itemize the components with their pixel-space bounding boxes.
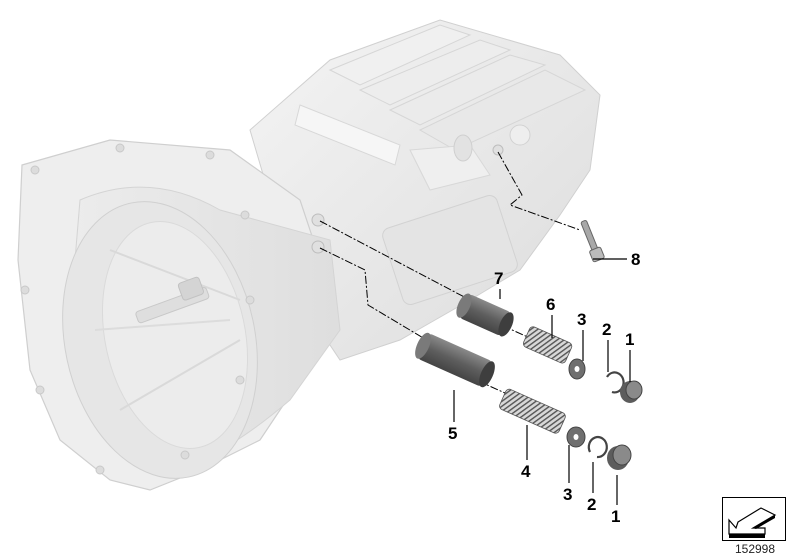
cross-bar: [294, 104, 401, 166]
reference-number: 152998: [734, 542, 776, 556]
port-upper: [311, 213, 325, 227]
part-3-washer: [568, 358, 586, 380]
top-rib: [328, 24, 472, 86]
boss: [509, 124, 531, 146]
part-8-screw-plug: [580, 220, 605, 263]
callout-3: 3: [577, 310, 587, 329]
port-lower: [311, 240, 325, 254]
arrow-down-left-icon: [728, 507, 777, 538]
sensor-port: [453, 134, 473, 162]
bell-inner: [101, 221, 249, 449]
callout-1: 1: [625, 330, 635, 349]
part-5-sleeve: [415, 332, 495, 388]
part-2b-circlip: [587, 435, 608, 459]
callout-7: 7: [494, 269, 504, 288]
input-shaft: [135, 276, 210, 324]
part-1-cap: [620, 380, 643, 403]
top-rib: [418, 69, 587, 151]
port-screw: [492, 144, 504, 156]
part-7-sleeve: [456, 293, 514, 337]
part-2-circlip: [606, 371, 625, 394]
callout-4: 4: [521, 462, 531, 481]
lower-block: [382, 194, 518, 306]
part-4-spring: [499, 388, 566, 434]
top-rib: [388, 54, 547, 126]
callout-3b: 3: [563, 485, 573, 504]
callout-6: 6: [546, 295, 556, 314]
callout-1b: 1: [611, 507, 621, 526]
part-3b-washer: [566, 426, 586, 448]
reference-icon-box: [722, 497, 786, 541]
callout-8: 8: [631, 250, 641, 269]
leader-lines: [453, 258, 631, 505]
part-6-spring: [522, 326, 573, 364]
transmission-housing: [17, 19, 601, 491]
callout-2b: 2: [587, 495, 597, 514]
top-rib: [358, 39, 512, 106]
part-1b-cap: [607, 444, 632, 470]
callout-2: 2: [602, 320, 612, 339]
flange-bolt-holes: [20, 143, 255, 475]
callout-5: 5: [448, 424, 458, 443]
